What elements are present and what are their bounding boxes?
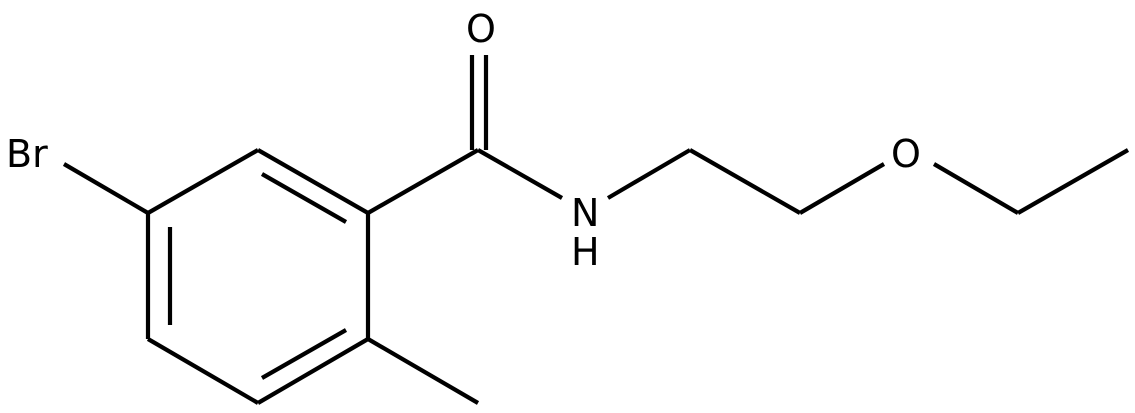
bond-c-n: [476, 148, 564, 200]
bond-c6-c1: [146, 148, 260, 215]
bond-c3-c4: [256, 337, 370, 405]
atom-label-o-ether: O: [891, 132, 921, 176]
bond-o-ch2: [932, 162, 1020, 215]
bond-n-ch2: [606, 148, 692, 200]
bond-c3-methyl: [366, 337, 480, 405]
atom-label-o-carbonyl: O: [466, 7, 496, 51]
bond-inner-c3-c4: [260, 328, 348, 380]
bond-inner-c1-c2: [260, 172, 348, 224]
bond-c2-carbonyl-carbon: [366, 148, 480, 215]
bond-c6-br: [62, 162, 150, 215]
atom-label-n-amide: N: [571, 191, 599, 235]
bond-c4-c5: [146, 337, 260, 405]
atom-label-br: Br: [6, 132, 48, 176]
bond-ch2-o: [798, 162, 886, 215]
atom-label-h-amide: H: [571, 230, 600, 274]
bond-ch2-ch3: [1016, 148, 1130, 215]
bond-c1-c2: [256, 148, 370, 215]
bond-ch2-ch2: [688, 148, 802, 215]
